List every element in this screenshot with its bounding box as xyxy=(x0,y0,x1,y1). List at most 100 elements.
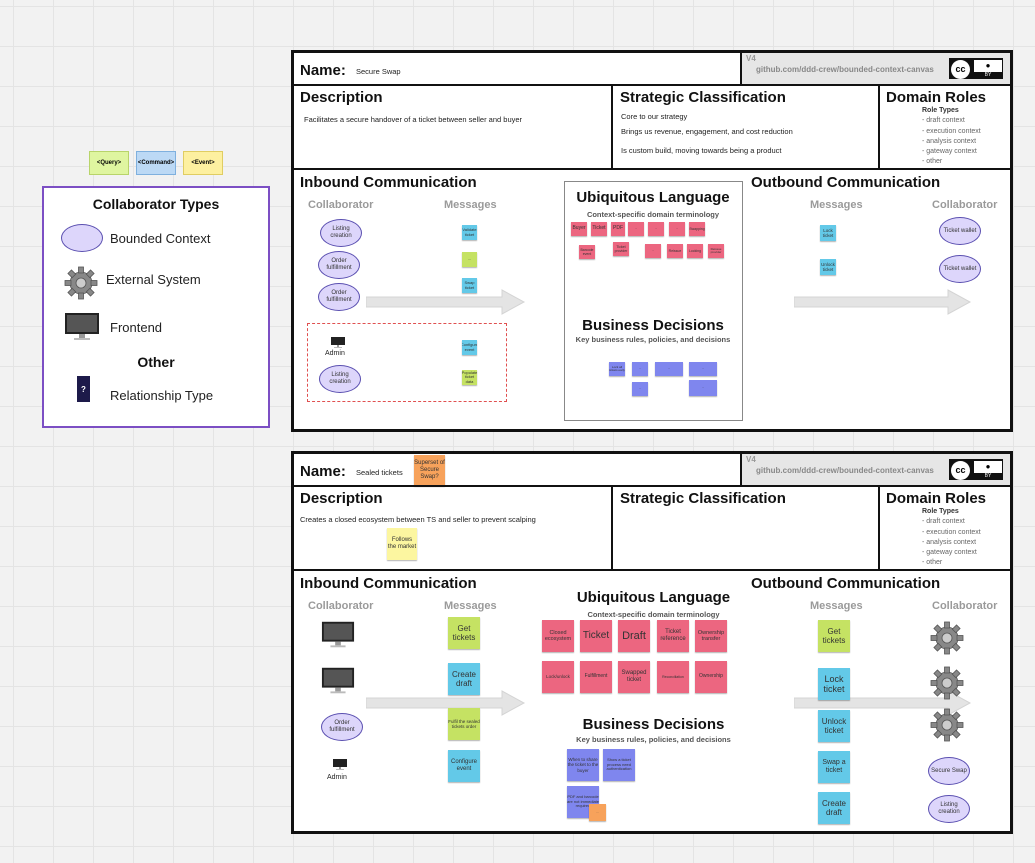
ul-term: PDF xyxy=(611,222,625,236)
collaborator-cloud: Listing creation xyxy=(319,365,361,393)
collaborator-header: Collaborator xyxy=(932,199,998,211)
legend-title: Collaborator Types xyxy=(92,196,220,212)
divider xyxy=(294,168,1010,170)
ul-term: ... xyxy=(628,222,644,236)
admin-label: Admin xyxy=(325,350,345,357)
collaborator-cloud: Order fulfillment xyxy=(318,251,360,279)
strategic-line: Is custom build, moving towards being a … xyxy=(621,146,782,155)
divider xyxy=(740,53,742,85)
role-type: - execution context xyxy=(922,127,981,135)
name-value: Sealed tickets xyxy=(356,468,403,477)
collaborator-cloud: Order fulfillment xyxy=(321,713,363,741)
version-box: V4 github.com/ddd-crew/bounded-context-c… xyxy=(742,53,1010,84)
ul-term: Ownership transfer xyxy=(695,620,727,652)
collaborator-cloud: Secure Swap xyxy=(928,757,970,785)
bd-title: Business Decisions xyxy=(582,317,724,334)
bd-note: ... xyxy=(632,382,648,396)
ul-term: Swapping xyxy=(689,222,705,236)
message-sticky: Populate ticket data xyxy=(462,370,477,385)
external-system-icon xyxy=(930,621,964,655)
role-types-label: Role Types xyxy=(922,107,959,114)
message-sticky: Swap ticket xyxy=(462,278,477,293)
role-type: - other xyxy=(922,158,943,166)
version-label: V4 xyxy=(746,455,756,464)
bd-note: When to share the ticket to the buyer xyxy=(567,749,599,781)
message-sticky: Create draft xyxy=(818,792,850,824)
bd-note: Show a ticket process need authenticatio… xyxy=(603,749,635,781)
ul-term: Ticket provider xyxy=(613,242,629,256)
messages-header: Messages xyxy=(810,199,863,211)
legend-external-system: External System xyxy=(106,272,201,287)
role-type: - execution context xyxy=(922,528,981,536)
description-title: Description xyxy=(300,89,383,106)
ul-term: Ownership xyxy=(695,661,727,693)
ul-term: Reissue xyxy=(667,244,683,258)
canvas-url: github.com/ddd-crew/bounded-context-canv… xyxy=(756,466,934,475)
name-value: Secure Swap xyxy=(356,67,401,76)
person-icon: ● xyxy=(974,60,1002,72)
ul-term: ... xyxy=(645,244,661,258)
legend-chip-event: <Event> xyxy=(183,151,223,175)
inbound-title: Inbound Communication xyxy=(300,174,477,191)
ul-term: Draft xyxy=(618,620,650,652)
admin-group xyxy=(307,323,507,402)
legend-chip-command: <Command> xyxy=(136,151,176,175)
ul-term: ... xyxy=(669,222,685,236)
description-text: Facilitates a secure handover of a ticke… xyxy=(304,115,523,124)
legend-frontend: Frontend xyxy=(110,320,163,335)
canvas-sealed-tickets: Name: Sealed tickets Superset of Secure … xyxy=(291,451,1013,834)
ul-term: Fulfillment xyxy=(580,661,612,693)
outbound-title: Outbound Communication xyxy=(751,575,941,592)
role-type: - draft context xyxy=(922,518,965,526)
divider xyxy=(740,454,742,486)
messages-header: Messages xyxy=(444,600,497,612)
message-sticky: Get tickets xyxy=(818,620,850,652)
collaborator-header: Collaborator xyxy=(932,600,998,612)
bd-title: Business Decisions xyxy=(582,716,725,733)
divider xyxy=(294,84,1010,86)
message-sticky: Configure event xyxy=(462,340,477,355)
canvas-secure-swap: Name: Secure Swap V4 github.com/ddd-crew… xyxy=(291,50,1013,432)
ul-term: Lock/unlock xyxy=(542,661,574,693)
role-type: - analysis context xyxy=(922,538,977,546)
ul-term: Ticket xyxy=(580,620,612,652)
external-system-icon xyxy=(64,266,98,300)
strategic-title: Strategic Classification xyxy=(620,89,786,106)
version-label: V4 xyxy=(746,54,756,63)
collaborator-cloud: Ticket wallet xyxy=(939,217,981,245)
ul-term: Reissue provider xyxy=(708,244,724,258)
bd-note: ... xyxy=(655,362,683,376)
ul-term: ... xyxy=(648,222,664,236)
ul-title: Ubiquitous Language xyxy=(576,589,731,606)
bd-note: ... xyxy=(689,362,717,376)
cc-logo: cc xyxy=(951,461,970,480)
message-sticky: Fulfil the sealed tickets order xyxy=(448,708,480,740)
ul-term: Buyer xyxy=(571,222,587,236)
name-label: Name: xyxy=(300,463,346,480)
inbound-arrow-icon xyxy=(366,690,526,716)
role-types-label: Role Types xyxy=(922,508,959,515)
divider xyxy=(878,486,880,570)
ul-title: Ubiquitous Language xyxy=(576,189,730,206)
description-text: Creates a closed ecosystem between TS an… xyxy=(300,515,536,524)
admin-monitor-icon xyxy=(331,337,345,348)
bounded-context-icon xyxy=(61,224,103,252)
bd-note: ... xyxy=(632,362,648,376)
frontend-icon xyxy=(65,313,99,340)
relationship-type-icon: ? xyxy=(77,376,90,402)
collaborator-cloud: Ticket wallet xyxy=(939,255,981,283)
messages-header: Messages xyxy=(444,199,497,211)
cc-by-badge: cc ● BY xyxy=(949,459,1003,480)
canvas-url: github.com/ddd-crew/bounded-context-canv… xyxy=(756,65,934,74)
collaborator-legend: Collaborator Types Bounded Context Exter… xyxy=(42,186,270,428)
domain-roles-title: Domain Roles xyxy=(886,490,987,507)
collaborator-header: Collaborator xyxy=(308,199,374,211)
outbound-arrow-icon xyxy=(794,289,972,315)
external-system-icon xyxy=(930,708,964,742)
collaborator-cloud: Listing creation xyxy=(320,219,362,247)
role-type: - analysis context xyxy=(922,137,977,145)
person-icon: ● xyxy=(974,461,1002,473)
ul-term: Locking xyxy=(687,244,703,258)
message-sticky: Validate ticket xyxy=(462,225,477,240)
bd-subtitle: Key business rules, policies, and decisi… xyxy=(576,735,731,744)
